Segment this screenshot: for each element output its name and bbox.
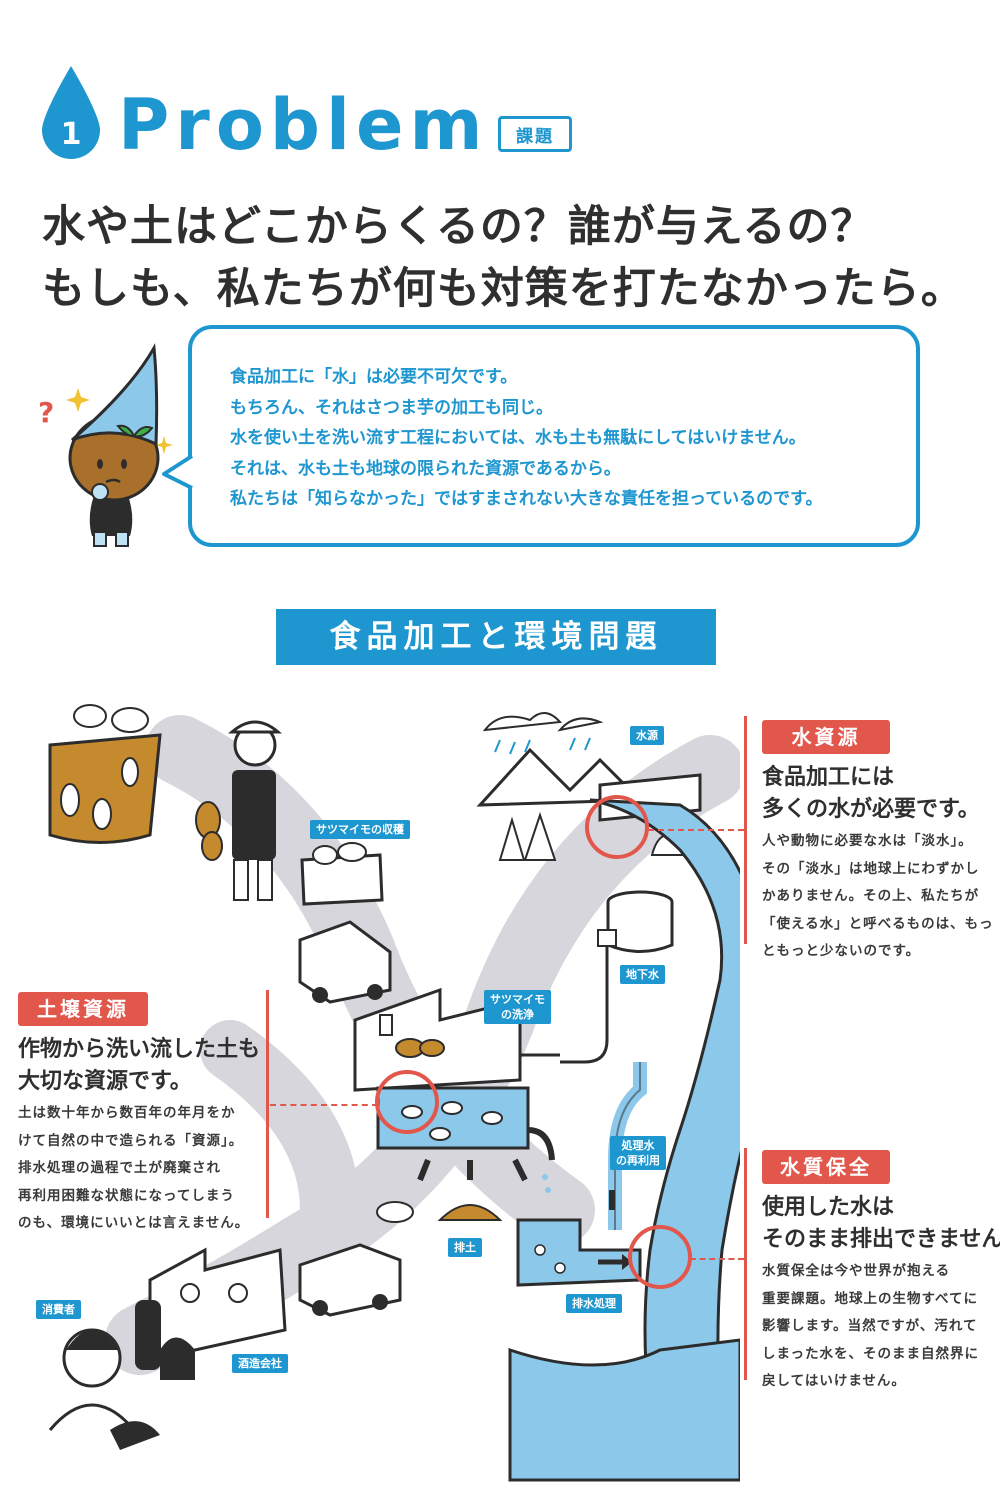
- section-title: 食品加工と環境問題: [276, 609, 716, 665]
- soil-resource-label: 土壌資源: [18, 992, 148, 1026]
- water-quality-label: 水質保全: [762, 1150, 890, 1184]
- water-resource-body: 人や動物に必要な水は「淡水」。 その「淡水」は地球上にわずかし かありません。そ…: [762, 833, 994, 959]
- headline-line-1: 水や土はどこからくるの？誰が与えるの？: [42, 202, 875, 252]
- water-resource-connector: [648, 829, 744, 831]
- soil-resource-divider: [266, 990, 269, 1218]
- water-resource-label: 水資源: [762, 720, 890, 754]
- river: [589, 798, 740, 1412]
- potato-field-illustration: [48, 704, 162, 844]
- label-brewery: 酒造会社: [232, 1354, 288, 1373]
- highlight-water-source: [585, 795, 649, 859]
- truck-illustration: [298, 920, 392, 1004]
- problem-number: 1: [61, 117, 82, 152]
- bubble-line: 私たちは「知らなかった」ではすまされない大きな責任を担っているのです。: [230, 489, 823, 509]
- speech-bubble-text: 食品加工に「水」は必要不可欠です。 もちろん、それはさつま芋の加工も同じ。 水を…: [230, 362, 910, 515]
- water-quality-divider: [744, 1148, 747, 1380]
- speech-bubble-tail: [162, 454, 194, 490]
- bubble-line: もちろん、それはさつま芋の加工も同じ。: [230, 397, 553, 418]
- sweet-potato-mascot-icon: ?: [38, 343, 173, 547]
- problem-title: Problem: [118, 84, 489, 166]
- label-reuse: 処理水 の再利用: [610, 1136, 666, 1170]
- svg-text:?: ?: [38, 396, 54, 429]
- label-water-source: 水源: [630, 726, 664, 745]
- water-quality-body: 水質保全は今や世界が抱える 重要課題。地球上の生物すべてに 影響します。当然です…: [762, 1263, 979, 1389]
- factory-washing-illustration: [353, 987, 560, 1193]
- label-consumer: 消費者: [36, 1300, 81, 1319]
- potato-crate-illustration: [300, 842, 384, 906]
- soil-resource-heading: 作物から洗い流した土も 大切な資源です。: [18, 1037, 261, 1094]
- farmer-illustration: [195, 720, 283, 901]
- water-resource-divider: [744, 716, 747, 944]
- consumer-illustration: [48, 1328, 160, 1450]
- soil-resource-body: 土は数十年から数百年の年月をか けて自然の中で造られる「資源」。 排水処理の過程…: [18, 1105, 250, 1231]
- label-wastewater: 排水処理: [566, 1294, 622, 1313]
- bubble-line: それは、水も土も地球の限られた資源であるから。: [230, 458, 621, 479]
- bubble-line: 食品加工に「水」は必要不可欠です。: [230, 367, 518, 387]
- groundwater-well: [560, 890, 674, 1064]
- delivery-truck-illustration: [298, 1243, 402, 1317]
- label-soil-discharge: 排土: [448, 1238, 482, 1257]
- water-quality-connector: [690, 1258, 744, 1260]
- water-quality-heading: 使用した水は そのまま排出できません。: [762, 1195, 1000, 1252]
- headline-line-2: もしも、私たちが何も対策を打たなかったら。: [42, 264, 965, 314]
- food-processing-cycle-diagram: [48, 704, 740, 1482]
- brewery-illustration: [135, 1247, 287, 1380]
- soil-resource-connector: [270, 1104, 378, 1106]
- highlight-soil-washing: [375, 1070, 439, 1134]
- label-harvest: サツマイモの収穫: [310, 820, 410, 839]
- label-washing: サツマイモ の洗浄: [484, 990, 551, 1024]
- issue-badge: 課題: [498, 116, 572, 152]
- water-resource-heading: 食品加工には 多くの水が必要です。: [762, 765, 980, 822]
- label-groundwater: 地下水: [620, 965, 665, 984]
- water-drop-number-icon: 1: [42, 66, 100, 159]
- speech-bubble: [188, 325, 920, 547]
- wastewater-tank: [516, 1218, 642, 1287]
- bubble-line: 水を使い土を洗い流す工程においては、水も土も無駄にしてはいけません。: [230, 428, 806, 448]
- highlight-water-discharge: [628, 1225, 692, 1289]
